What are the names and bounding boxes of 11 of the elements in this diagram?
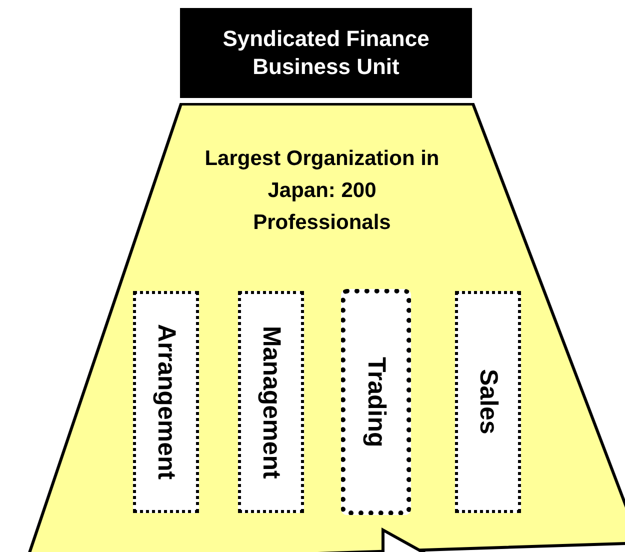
function-label: Arrangement bbox=[152, 324, 180, 480]
function-box bbox=[455, 291, 521, 513]
function-label: Management bbox=[256, 326, 286, 478]
function-label: Sales bbox=[474, 369, 502, 435]
unit-title: Syndicated Finance Business Unit bbox=[222, 25, 430, 81]
function-label: Trading bbox=[362, 356, 390, 448]
function-box bbox=[341, 289, 411, 515]
unit-header-box bbox=[180, 8, 472, 98]
function-box bbox=[238, 291, 304, 513]
function-box bbox=[133, 291, 199, 513]
organization-heading: Largest Organization in Japan: 200 Professionals bbox=[204, 146, 440, 236]
